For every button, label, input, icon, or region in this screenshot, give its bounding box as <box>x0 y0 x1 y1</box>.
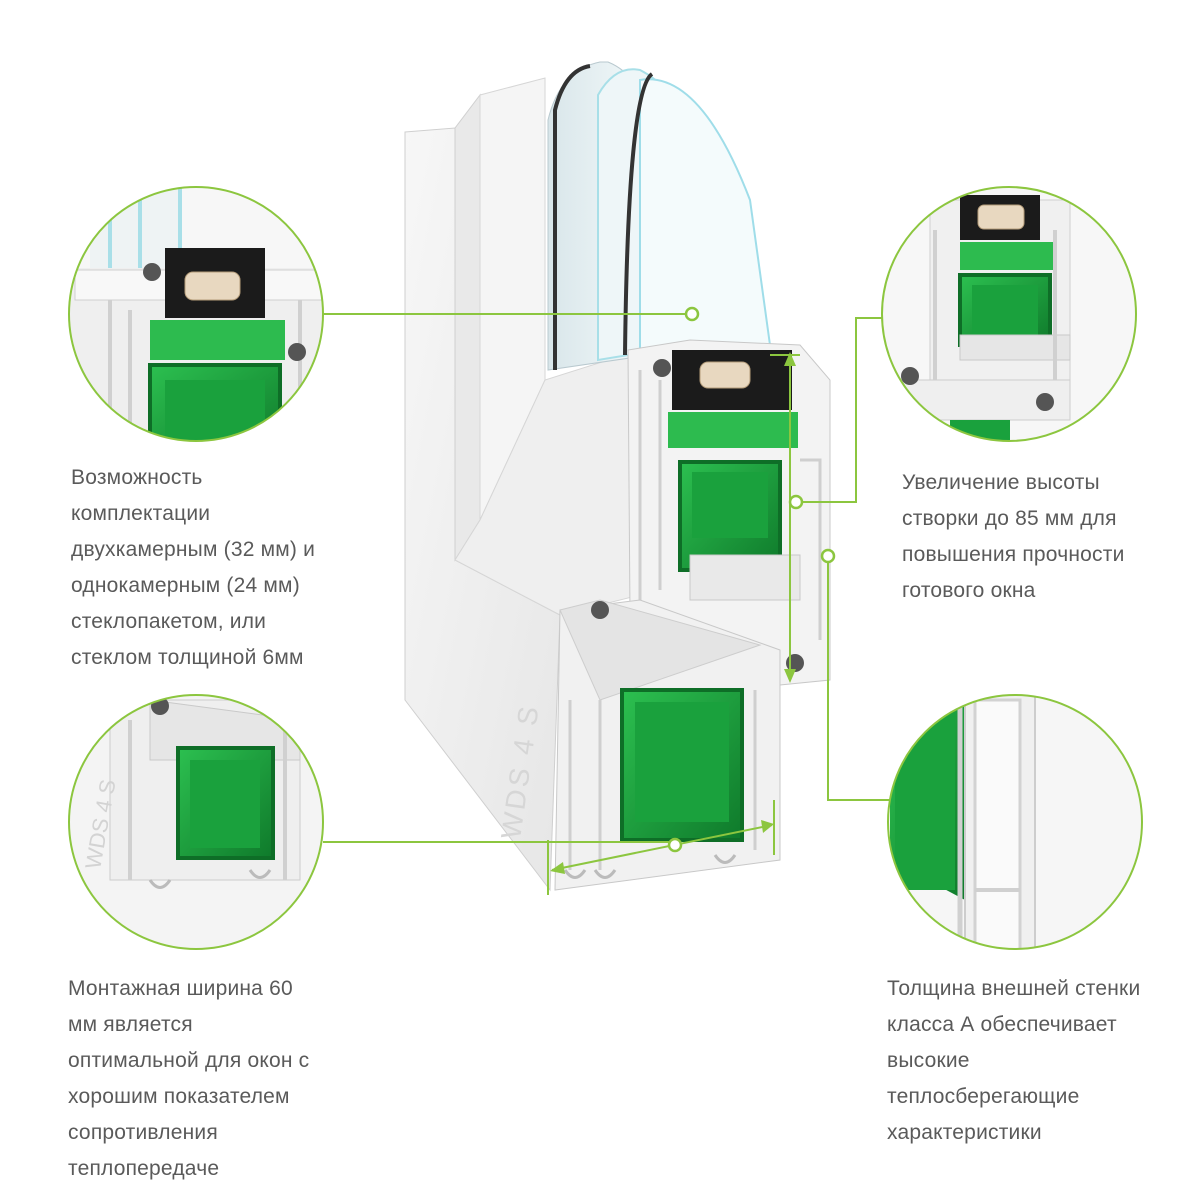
callout-line: готового окна <box>902 579 1036 602</box>
callout-glazing-text: Возможность комплектации двухкамерным (3… <box>71 460 315 676</box>
callout-line: характеристики <box>887 1121 1042 1144</box>
callout-line: сопротивления <box>68 1121 218 1144</box>
dimension-lines <box>547 352 800 895</box>
profile-cross-section: WDS 4 S <box>404 61 831 892</box>
callout-line: хорошим показателем <box>68 1085 290 1108</box>
callout-line: стеклопакетом, или <box>71 610 267 633</box>
detail-circle-glazing <box>68 186 324 442</box>
callout-line: Возможность <box>71 466 203 489</box>
callout-line: однокамерным (24 мм) <box>71 574 300 597</box>
detail-circle-sash <box>881 186 1137 442</box>
callout-line: Толщина внешней стенки <box>887 977 1141 1000</box>
double-glazing <box>547 61 772 371</box>
callout-line: высокие <box>887 1049 970 1072</box>
callout-mount-width-text: Монтажная ширина 60 мм является оптималь… <box>68 971 309 1187</box>
callout-line: створки до 85 мм для <box>902 507 1117 530</box>
callout-sash-height-text: Увеличение высоты створки до 85 мм для п… <box>902 465 1125 609</box>
callout-outer-wall-text: Толщина внешней стенки класса А обеспечи… <box>887 971 1140 1151</box>
detail-circle-mount-width: WDS 4 S <box>68 694 324 950</box>
callout-line: стеклом толщиной 6мм <box>71 646 304 669</box>
callout-line: теплосберегающие <box>887 1085 1080 1108</box>
callout-line: теплопередаче <box>68 1157 220 1180</box>
callout-line: оптимальной для окон с <box>68 1049 310 1072</box>
callout-line: комплектации <box>71 502 211 525</box>
callout-line: мм является <box>68 1013 193 1036</box>
connector-lines <box>323 313 890 843</box>
callout-line: двухкамерным (32 мм) и <box>71 538 316 561</box>
connector-dots <box>667 306 836 853</box>
callout-line: Монтажная ширина 60 <box>68 977 293 1000</box>
callout-line: Увеличение высоты <box>902 471 1100 494</box>
detail-circle-outer-wall <box>887 694 1143 950</box>
callout-line: класса А обеспечивает <box>887 1013 1117 1036</box>
callout-line: повышения прочности <box>902 543 1125 566</box>
